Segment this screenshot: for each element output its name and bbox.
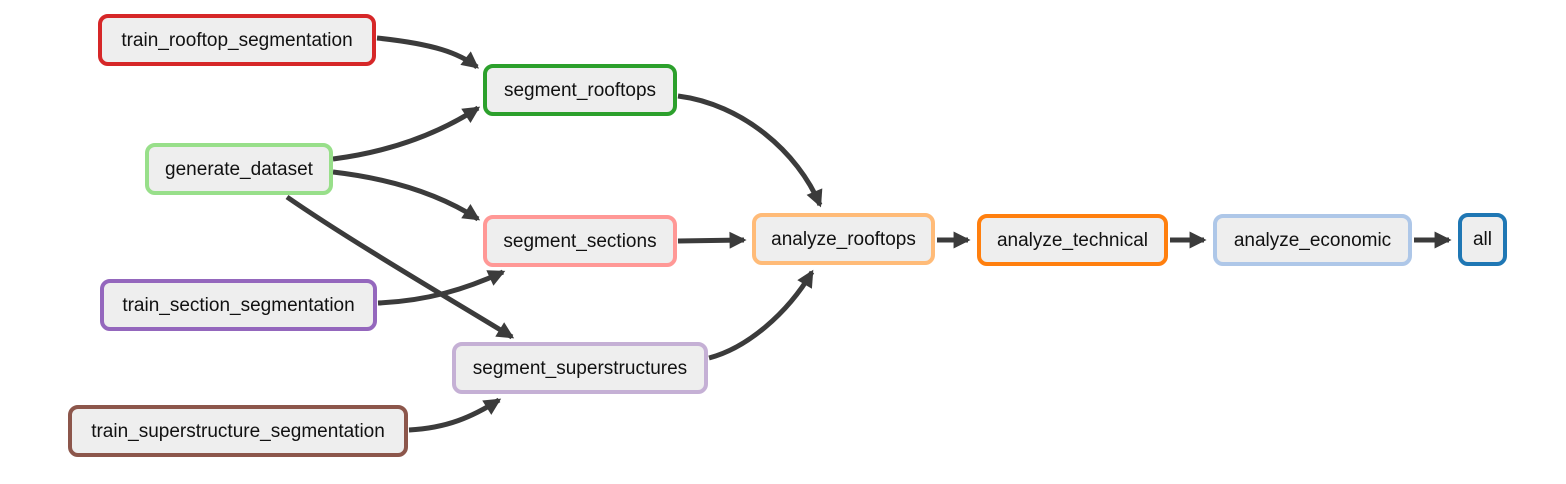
edge-generate_dataset-to-segment_superstructures xyxy=(285,194,515,340)
node-label: train_superstructure_segmentation xyxy=(91,420,385,442)
node-segment_sections: segment_sections xyxy=(483,215,677,267)
node-label: segment_rooftops xyxy=(503,79,657,101)
node-label: segment_superstructures xyxy=(472,357,688,379)
node-train_rooftop_segmentation: train_rooftop_segmentation xyxy=(98,14,376,66)
edge-segment_sections-to-analyze_rooftops xyxy=(677,231,747,249)
node-label: analyze_technical xyxy=(996,229,1149,251)
node-label: train_section_segmentation xyxy=(122,294,355,316)
node-analyze_rooftops: analyze_rooftops xyxy=(752,213,935,265)
edge-segment_superstructures-to-analyze_rooftops xyxy=(708,269,815,361)
node-label: analyze_rooftops xyxy=(771,228,916,250)
node-all: all xyxy=(1458,213,1507,266)
edge-generate_dataset-to-segment_sections xyxy=(332,169,481,222)
node-label: train_rooftop_segmentation xyxy=(121,29,353,51)
edge-train_rooftop_segmentation-to-segment_rooftops xyxy=(376,35,480,69)
node-train_superstructure_segmentation: train_superstructure_segmentation xyxy=(68,405,408,457)
node-label: segment_sections xyxy=(503,230,657,252)
edge-segment_rooftops-to-analyze_rooftops xyxy=(677,93,823,208)
edge-generate_dataset-to-segment_rooftops xyxy=(332,105,481,162)
edge-group xyxy=(285,35,1452,433)
node-segment_rooftops: segment_rooftops xyxy=(483,64,677,116)
node-analyze_economic: analyze_economic xyxy=(1213,214,1412,266)
node-analyze_technical: analyze_technical xyxy=(977,214,1168,266)
node-generate_dataset: generate_dataset xyxy=(145,143,333,195)
node-train_section_segmentation: train_section_segmentation xyxy=(100,279,377,331)
node-label: generate_dataset xyxy=(165,158,313,180)
node-label: all xyxy=(1472,229,1492,250)
edge-train_section_segmentation-to-segment_sections xyxy=(377,269,506,306)
edge-train_superstructure_segmentation-to-segment_superstructures xyxy=(408,397,502,433)
node-label: analyze_economic xyxy=(1233,229,1392,251)
node-segment_superstructures: segment_superstructures xyxy=(452,342,708,394)
